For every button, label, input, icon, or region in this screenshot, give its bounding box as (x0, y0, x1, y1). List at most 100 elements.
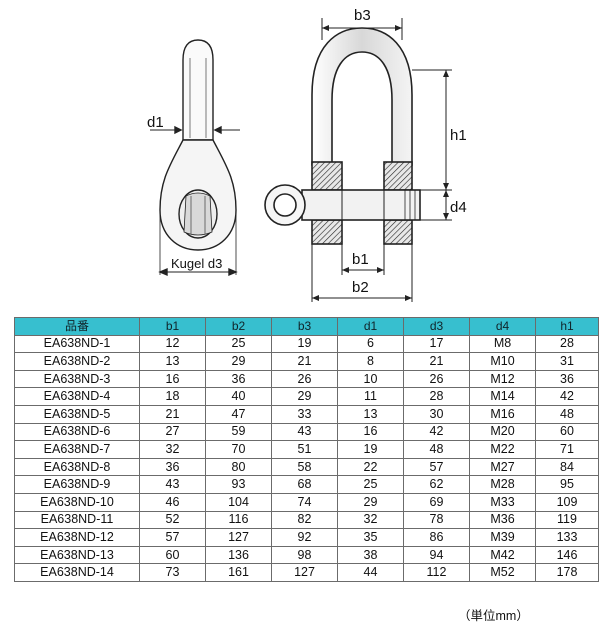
table-cell: 57 (139, 528, 206, 547)
table-cell: 33 (271, 404, 338, 424)
table-cell: 71 (535, 440, 599, 459)
header-h1: h1 (535, 317, 599, 336)
table-cell: 21 (271, 352, 338, 371)
table-cell: M16 (469, 404, 536, 424)
table-cell: 31 (535, 352, 599, 371)
table-cell: 116 (205, 510, 272, 530)
table-cell: 8 (337, 352, 404, 371)
table-cell: 70 (205, 440, 272, 459)
table-cell: 38 (337, 545, 404, 565)
table-cell-model: EA638ND-1 (14, 334, 140, 354)
table-cell-model: EA638ND-6 (14, 422, 140, 442)
table-cell: 18 (139, 387, 206, 406)
table-cell: 13 (337, 404, 404, 424)
table-cell: 136 (205, 545, 272, 565)
label-b2: b2 (352, 279, 369, 296)
table-cell: 52 (139, 510, 206, 530)
header-b3: b3 (271, 317, 338, 336)
table-cell: 104 (205, 492, 272, 512)
table-cell: 51 (271, 440, 338, 459)
table-cell: 28 (535, 334, 599, 354)
table-cell: 36 (139, 457, 206, 477)
shackle-drawing: d1 Kugel d3 (147, 7, 467, 302)
table-cell: 73 (139, 563, 206, 582)
table-cell: 47 (205, 404, 272, 424)
table-cell: 25 (205, 334, 272, 354)
table-cell-model: EA638ND-13 (14, 545, 140, 565)
table-cell: 43 (139, 475, 206, 494)
label-h1: h1 (450, 127, 467, 144)
table-cell: M22 (469, 440, 536, 459)
table-cell: 48 (403, 440, 470, 459)
table-cell: 80 (205, 457, 272, 477)
table-cell: 60 (139, 545, 206, 565)
table-cell: 127 (205, 528, 272, 547)
table-cell-model: EA638ND-10 (14, 492, 140, 512)
table-cell: 94 (403, 545, 470, 565)
table-cell: 19 (337, 440, 404, 459)
table-cell: 11 (337, 387, 404, 406)
table-cell: 26 (403, 369, 470, 389)
table-cell: 146 (535, 545, 599, 565)
table-cell: M33 (469, 492, 536, 512)
table-cell: 68 (271, 475, 338, 494)
table-cell: 84 (535, 457, 599, 477)
table-cell: 78 (403, 510, 470, 530)
header-d4: d4 (469, 317, 536, 336)
table-cell-model: EA638ND-11 (14, 510, 140, 530)
table-cell: 19 (271, 334, 338, 354)
table-cell: 25 (337, 475, 404, 494)
side-view (150, 39, 240, 277)
table-cell: M8 (469, 334, 536, 354)
table-cell-model: EA638ND-14 (14, 563, 140, 582)
table-cell: 27 (139, 422, 206, 442)
table-cell: 95 (535, 475, 599, 494)
label-b3: b3 (354, 7, 371, 24)
table-cell: 112 (403, 563, 470, 582)
table-cell: 74 (271, 492, 338, 512)
table-cell-model: EA638ND-5 (14, 404, 140, 424)
header-b2: b2 (205, 317, 272, 336)
header-model: 品番 (14, 317, 140, 336)
header-d1: d1 (337, 317, 404, 336)
label-d1: d1 (147, 114, 164, 131)
table-cell: 29 (337, 492, 404, 512)
table-cell: 36 (535, 369, 599, 389)
table-cell: M27 (469, 457, 536, 477)
table-cell: 21 (139, 404, 206, 424)
table-cell: 17 (403, 334, 470, 354)
table-cell-model: EA638ND-2 (14, 352, 140, 371)
table-cell: 60 (535, 422, 599, 442)
table-cell: 92 (271, 528, 338, 547)
table-cell: 35 (337, 528, 404, 547)
header-b1: b1 (139, 317, 206, 336)
table-cell: 44 (337, 563, 404, 582)
table-cell: M52 (469, 563, 536, 582)
table-cell-model: EA638ND-8 (14, 457, 140, 477)
table-cell: M20 (469, 422, 536, 442)
table-cell: 69 (403, 492, 470, 512)
table-cell: M39 (469, 528, 536, 547)
table-cell: 48 (535, 404, 599, 424)
table-cell: 16 (139, 369, 206, 389)
label-b1: b1 (352, 251, 369, 268)
table-cell: 58 (271, 457, 338, 477)
table-cell: M10 (469, 352, 536, 371)
table-cell: 59 (205, 422, 272, 442)
table-cell-model: EA638ND-12 (14, 528, 140, 547)
table-cell: 93 (205, 475, 272, 494)
table-cell: 109 (535, 492, 599, 512)
table-cell: 178 (535, 563, 599, 582)
